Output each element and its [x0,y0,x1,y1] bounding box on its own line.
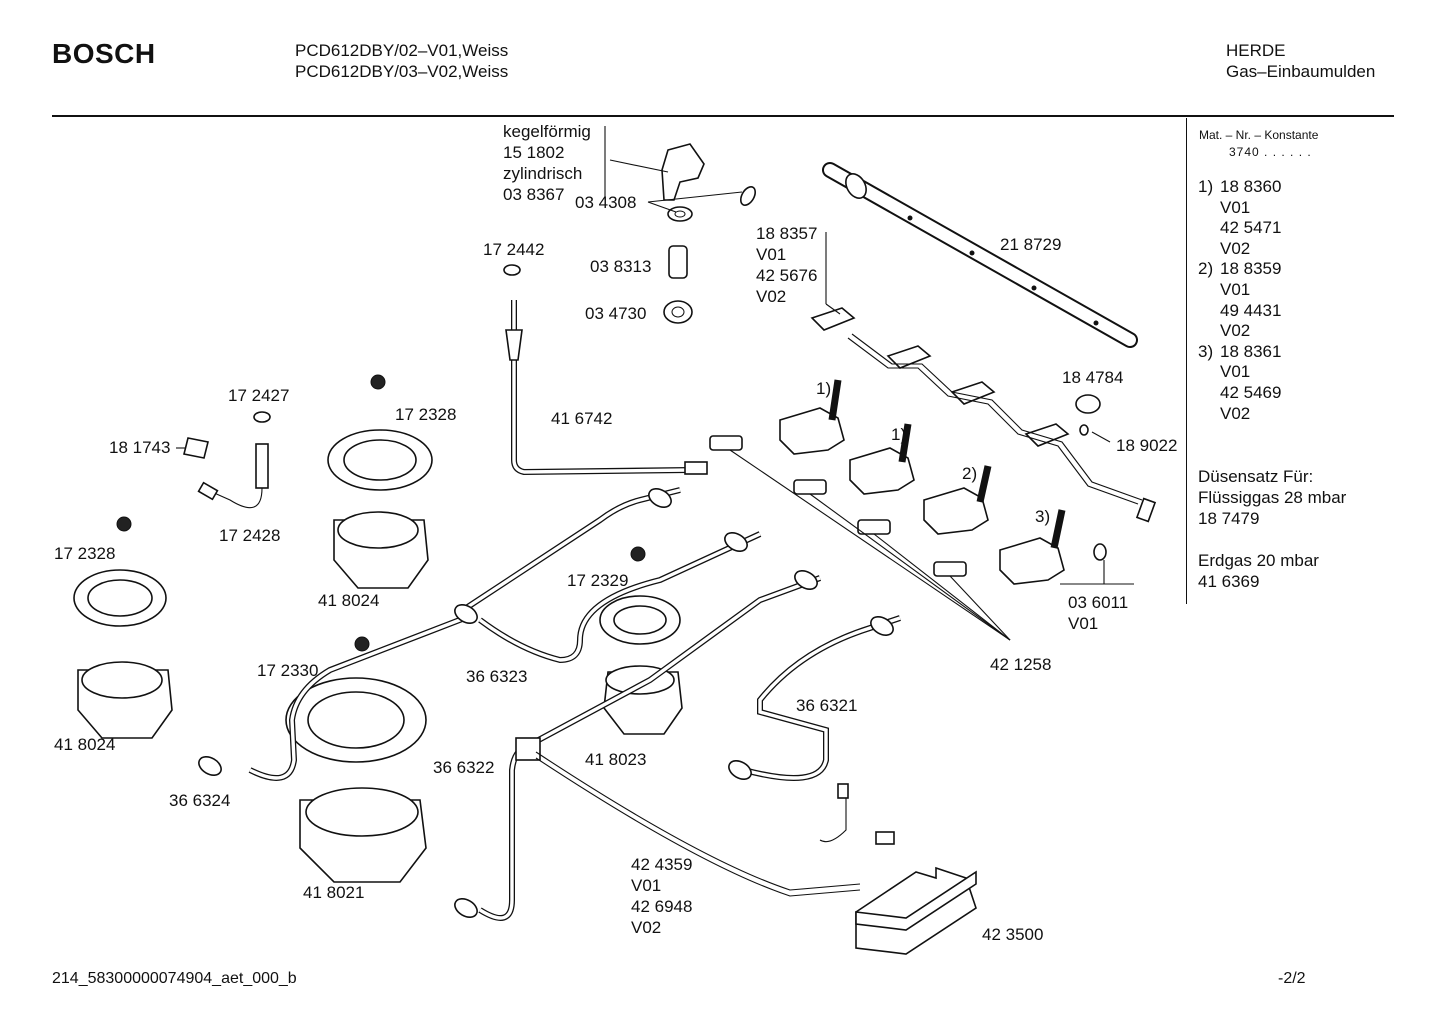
brand-logo: BOSCH [52,38,156,69]
variant-row: V02 [1220,403,1251,423]
pipe-fittings [198,488,894,918]
variant-row: 42 5469 [1220,382,1282,402]
label-036011: 03 6011 V01 [1068,593,1129,633]
label-172442: 17 2442 [483,240,545,259]
thermocouple [505,300,708,476]
model-line-1: PCD612DBY/02–V01,Weiss [295,41,509,60]
label-189022: 18 9022 [1116,436,1178,455]
variant-row: V01 [1220,279,1251,299]
variant-row: 1)18 8360 [1198,177,1282,196]
nozzle-lpg-number: 18 7479 [1198,509,1260,528]
header-rule [52,115,1394,117]
nozzle-ng: Erdgas 20 mbar [1198,551,1319,570]
nozzle-title: Düsensatz Für: [1198,467,1314,486]
label-172330: 17 2330 [257,661,319,680]
model-numbers: PCD612DBY/02–V01,Weiss PCD612DBY/03–V02,… [295,40,508,82]
variant-row: V02 [1220,321,1251,341]
exploded-parts-drawing [73,126,1157,955]
mat-code: 3740 . . . . . . [1229,145,1312,159]
variant-list: 1)18 8360 V01 42 5471 V02 2)18 8359 V01 … [1198,177,1281,424]
category-line-2: Gas–Einbaumulden [1226,62,1376,81]
label-366323: 36 6323 [466,667,528,686]
variant-row: V02 [1220,238,1251,258]
label-418023: 41 8023 [585,750,647,769]
label-172427: 17 2427 [228,386,290,405]
mat-header: Mat. – Nr. – Konstante [1199,128,1319,142]
ignition-module [855,866,977,955]
label-366324: 36 6324 [169,791,231,810]
label-181743: 18 1743 [109,438,171,457]
label-038313: 03 8313 [590,257,652,276]
marker-1a: 1) [816,379,832,398]
burners [73,429,683,883]
label-418024-top: 41 8024 [318,591,380,610]
label-418021: 41 8021 [303,883,365,902]
variant-row: 42 5471 [1220,218,1282,238]
nozzle-set-info: Düsensatz Für: Flüssiggas 28 mbar 18 747… [1198,466,1346,592]
label-034308: 03 4308 [575,193,637,212]
jets [709,435,967,577]
model-line-2: PCD612DBY/03–V02,Weiss [295,62,509,81]
gas-taps [779,379,1107,585]
label-366322: 36 6322 [433,758,495,777]
label-172428: 17 2428 [219,526,281,545]
screws [116,374,646,652]
category-line-1: HERDE [1226,41,1286,60]
label-418024-left: 41 8024 [54,735,116,754]
marker-2: 2) [962,464,978,483]
label-188357: 18 8357 V01 42 5676 V02 [756,224,818,306]
document-id: 214_58300000074904_aet_000_b [52,970,297,987]
label-424359: 42 4359 V01 42 6948 V02 [631,855,693,937]
label-172328-left: 17 2328 [54,544,116,563]
variant-row: 2)18 8359 [1198,259,1282,279]
nozzle-lpg: Flüssiggas 28 mbar [1198,488,1347,507]
leader-lines [176,126,1134,641]
page-number: -2/2 [1278,970,1306,987]
label-184784: 18 4784 [1062,368,1124,387]
gas-pipes [248,487,901,921]
nozzle-ng-number: 41 6369 [1198,572,1260,591]
variant-row: V01 [1220,197,1251,217]
marker-1b: 1) [891,425,907,444]
label-416742: 41 6742 [551,409,613,428]
label-421258: 42 1258 [990,655,1052,674]
ignition-electrode [183,437,269,509]
label-172329: 17 2329 [567,571,629,590]
clamp-brackets [810,307,1157,523]
sidebar-divider [1186,118,1187,604]
variant-row: 3)18 8361 [1198,341,1282,361]
gas-rail [822,162,1138,348]
label-kegel: kegelförmig 15 1802 zylindrisch 03 8367 [503,122,591,204]
variant-row: 49 4431 [1220,300,1282,320]
elbow-fitting [503,143,757,324]
marker-3: 3) [1035,507,1051,526]
category: HERDE Gas–Einbaumulden [1226,40,1375,82]
label-172328-top: 17 2328 [395,405,457,424]
label-366321: 36 6321 [796,696,858,715]
label-034730: 03 4730 [585,304,647,323]
variant-row: V01 [1220,362,1251,382]
label-218729: 21 8729 [1000,235,1062,254]
label-423500: 42 3500 [982,925,1044,944]
